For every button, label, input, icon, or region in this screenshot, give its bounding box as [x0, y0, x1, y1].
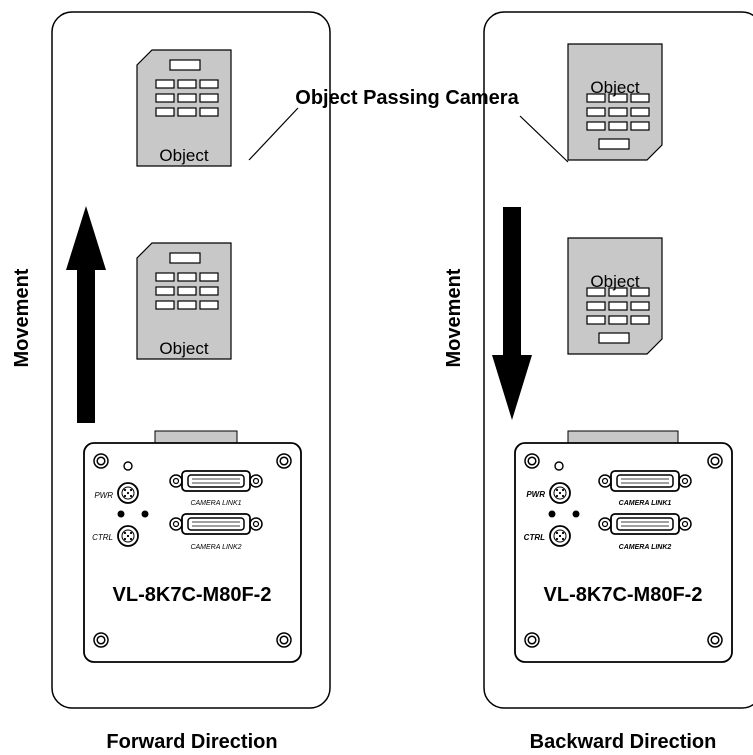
dot-icon	[548, 510, 556, 518]
backward-ctrl-label: CTRL	[524, 533, 545, 542]
camera-link1-connector-icon	[598, 470, 692, 492]
forward-object-1-label: Object	[159, 146, 208, 165]
screw-icon	[524, 632, 540, 648]
forward-caption: Forward Direction	[106, 731, 277, 753]
camera-link2-connector-icon	[169, 513, 263, 535]
down-arrow-icon	[492, 207, 532, 420]
screw-icon	[707, 453, 723, 469]
screw-icon	[524, 453, 540, 469]
screw-icon	[707, 632, 723, 648]
forward-object-1: Object	[136, 49, 232, 167]
screw-icon	[93, 453, 109, 469]
backward-camera-model: VL-8K7C-M80F-2	[544, 584, 703, 606]
dot-icon	[117, 510, 125, 518]
camera-link2-connector-icon	[598, 513, 692, 535]
dot-icon	[141, 510, 149, 518]
backward-object-1: Object	[567, 43, 663, 161]
backward-pwr-label: PWR	[526, 490, 545, 499]
forward-ctrl-label: CTRL	[92, 533, 113, 542]
ctrl-connector-icon	[549, 525, 571, 547]
forward-link2-label: CAMERA LINK2	[190, 544, 241, 551]
screw-icon	[276, 632, 292, 648]
camera-link1-connector-icon	[169, 470, 263, 492]
backward-link1-label: CAMERA LINK1	[619, 500, 672, 507]
forward-movement-label: Movement	[11, 268, 33, 367]
forward-object-2: Object	[136, 242, 232, 360]
forward-pwr-label: PWR	[94, 491, 113, 500]
led-indicator-icon	[123, 461, 133, 471]
backward-object-1-label: Object	[590, 78, 639, 97]
screw-icon	[276, 453, 292, 469]
forward-link1-label: CAMERA LINK1	[190, 500, 241, 507]
forward-camera-model: VL-8K7C-M80F-2	[113, 584, 272, 606]
forward-object-2-label: Object	[159, 339, 208, 358]
backward-object-2-label: Object	[590, 272, 639, 291]
forward-camera-lens-mount	[154, 430, 238, 445]
screw-icon	[93, 632, 109, 648]
led-indicator-icon	[554, 461, 564, 471]
pwr-connector-icon	[117, 482, 139, 504]
callout-leader-backward	[519, 115, 569, 163]
pwr-connector-icon	[549, 482, 571, 504]
backward-caption: Backward Direction	[530, 731, 717, 753]
backward-movement-label: Movement	[443, 268, 465, 367]
up-arrow-icon	[66, 206, 106, 423]
dot-icon	[572, 510, 580, 518]
forward-camera: PWR CTRL CAMERA LINK1 CAMERA LINK2 VL-8K…	[83, 430, 302, 663]
backward-camera: PWR CTRL CAMERA LINK1 CAMERA LINK2 VL-8K…	[514, 430, 733, 663]
callout-label: Object Passing Camera	[295, 87, 519, 109]
backward-link2-label: CAMERA LINK2	[619, 544, 672, 551]
backward-object-2: Object	[567, 237, 663, 355]
ctrl-connector-icon	[117, 525, 139, 547]
callout-leader-forward	[248, 107, 299, 161]
backward-camera-lens-mount	[567, 430, 679, 445]
forward-camera-body	[83, 442, 302, 663]
